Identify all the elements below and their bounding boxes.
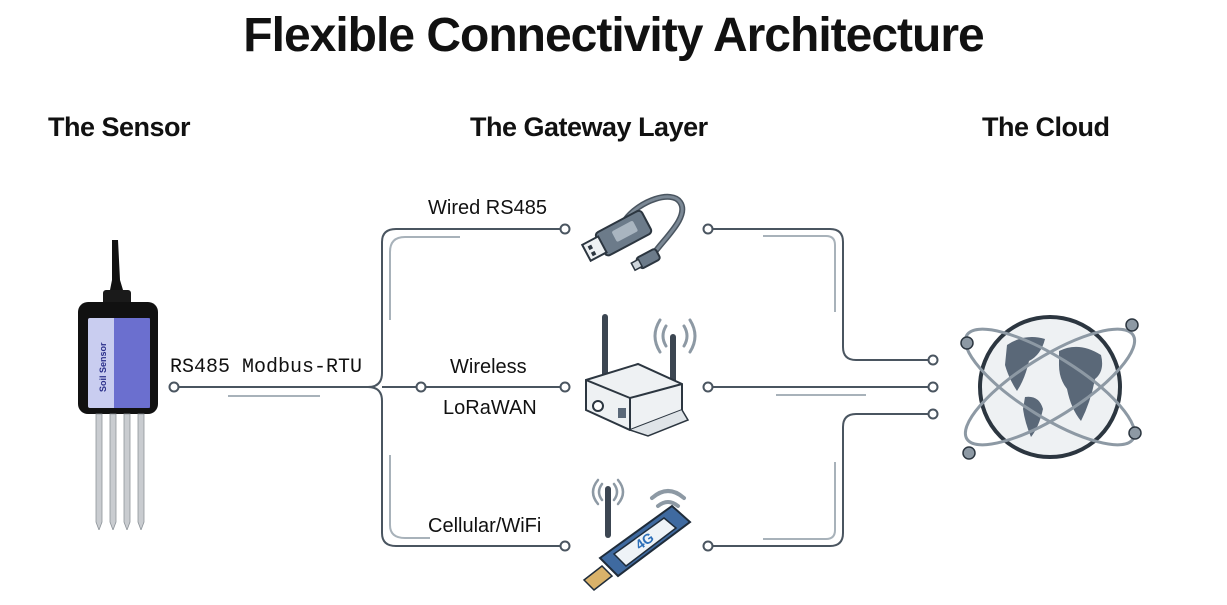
node-cloud-in-2: [927, 381, 939, 393]
node-cell-in: [559, 540, 571, 552]
node-cloud-in-1: [927, 354, 939, 366]
wire-usb-cloud: [713, 228, 928, 361]
wireless-signal-icon: [653, 318, 697, 354]
sensor-label-text: Soil Sensor: [98, 342, 108, 392]
usb-adapter-icon: [580, 193, 686, 272]
soil-sensor-icon: Soil Sensor: [78, 240, 158, 530]
node-lora-in: [559, 381, 571, 393]
gateway-label-wired: Wired RS485: [428, 197, 547, 219]
lora-gateway-icon: [585, 314, 697, 437]
4g-wifi-module-icon: 4G: [582, 478, 692, 591]
column-heading-sensor: The Sensor: [48, 112, 191, 142]
gateway-label-lorawan: LoRaWAN: [443, 397, 537, 419]
wifi-icon: [650, 489, 686, 508]
wire-cell-cloud: [713, 413, 928, 547]
node-cell-out: [702, 540, 714, 552]
node-usb-in: [559, 223, 571, 235]
column-heading-cloud: The Cloud: [982, 112, 1110, 142]
node-cloud-in-3: [927, 408, 939, 420]
antenna-left: [602, 314, 608, 384]
node-lora-out: [702, 381, 714, 393]
globe-network-icon: [960, 315, 1142, 460]
column-heading-gateway: The Gateway Layer: [470, 112, 708, 142]
wire-branch-bottom: [367, 386, 560, 547]
gateway-label-wireless: Wireless: [450, 356, 527, 378]
wire-branch-top: [367, 228, 560, 388]
node-usb-out: [702, 223, 714, 235]
sensor-protocol-label: RS485 Modbus-RTU: [170, 356, 363, 379]
page-title: Flexible Connectivity Architecture: [243, 9, 984, 62]
gateway-label-cellular: Cellular/WiFi: [428, 515, 542, 537]
node-branch-middle: [415, 381, 427, 393]
node-sensor-out: [168, 381, 180, 393]
